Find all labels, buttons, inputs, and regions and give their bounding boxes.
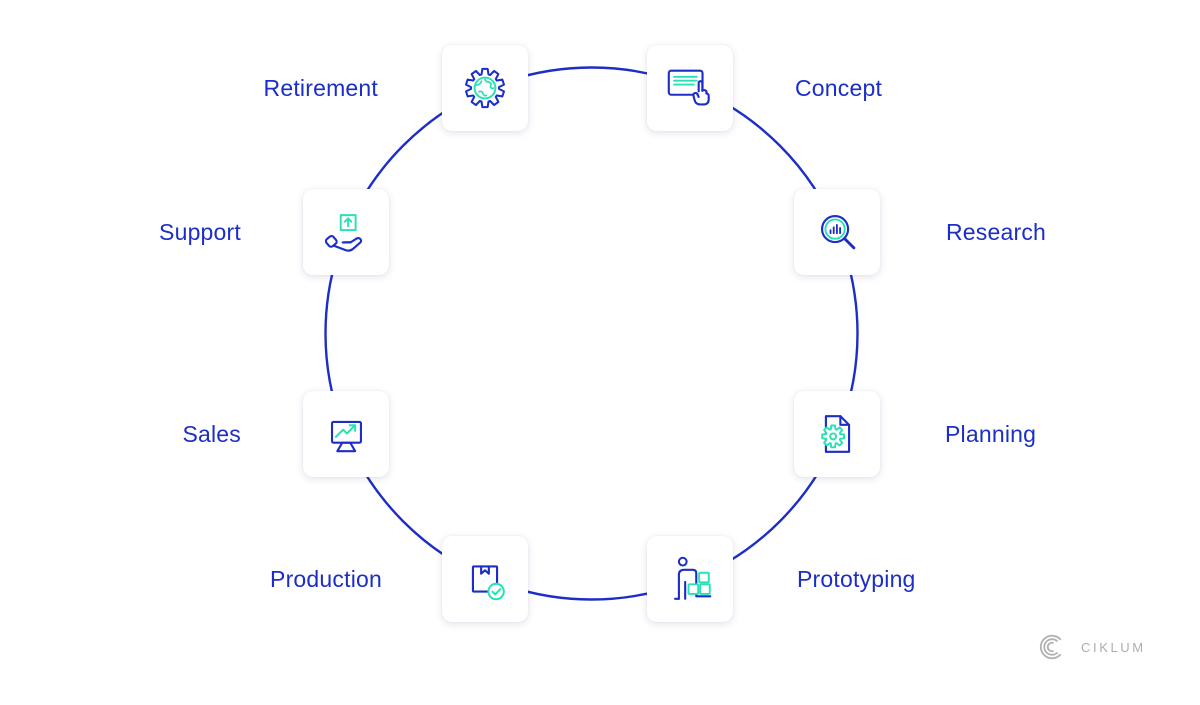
hand-delivery-icon xyxy=(319,205,373,259)
brand-name: CIKLUM xyxy=(1081,639,1146,655)
magnifier-chart-icon xyxy=(810,205,864,259)
stage-label-prototyping: Prototyping xyxy=(797,566,916,592)
stage-label-retirement: Retirement xyxy=(263,75,378,101)
presentation-tap-icon xyxy=(663,61,717,115)
stage-label-production: Production xyxy=(270,566,382,592)
document-gear-icon xyxy=(810,407,864,461)
stage-card-planning xyxy=(794,391,880,477)
stage-card-sales xyxy=(303,391,389,477)
stage-label-support: Support xyxy=(159,219,241,245)
stage-card-research xyxy=(794,189,880,275)
brand-logo: CIKLUM xyxy=(1038,632,1146,662)
monitor-growth-icon xyxy=(319,407,373,461)
ciklum-c-logo-icon xyxy=(1038,632,1068,662)
stage-card-production xyxy=(442,536,528,622)
stage-label-sales: Sales xyxy=(182,421,241,447)
stage-card-concept xyxy=(647,45,733,131)
stage-card-support xyxy=(303,189,389,275)
stage-label-concept: Concept xyxy=(795,75,883,101)
builder-blocks-icon xyxy=(663,552,717,606)
gear-globe-icon xyxy=(458,61,512,115)
stage-label-planning: Planning xyxy=(945,421,1037,447)
package-check-icon xyxy=(458,552,512,606)
stage-label-research: Research xyxy=(946,219,1047,245)
stage-card-prototyping xyxy=(647,536,733,622)
stage-card-retirement xyxy=(442,45,528,131)
